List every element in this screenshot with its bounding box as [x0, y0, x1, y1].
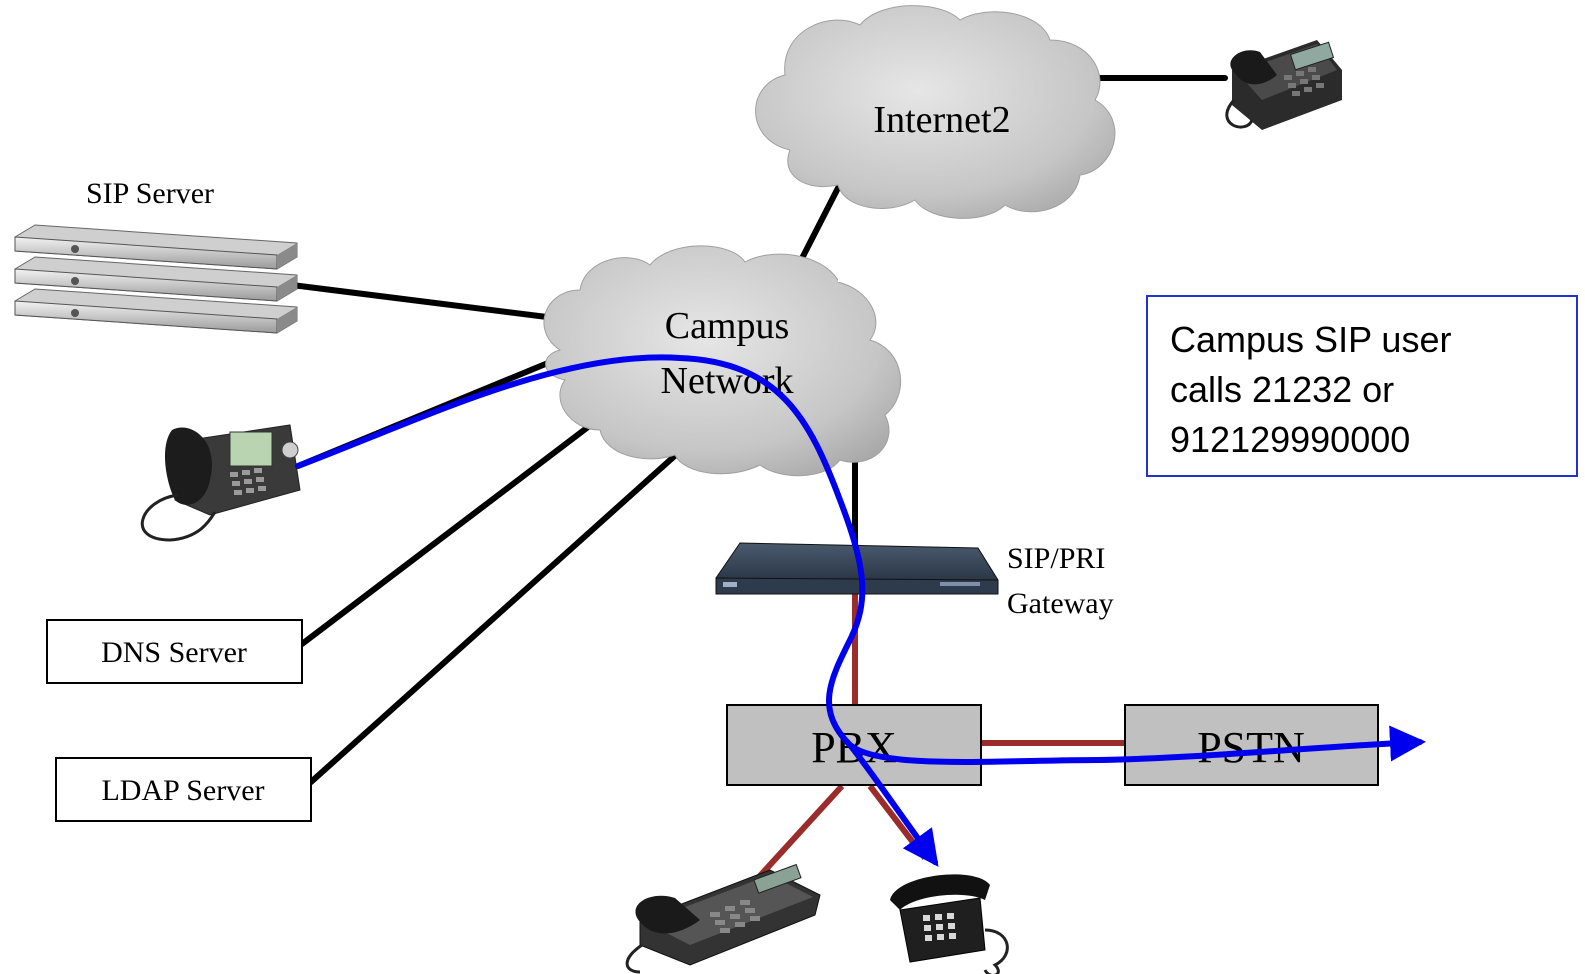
call-note-line3: 912129990000: [1170, 419, 1410, 460]
digital-desk-phone-icon: [625, 863, 821, 974]
gateway-label-line1: SIP/PRI: [1007, 542, 1105, 575]
link-pbx-digital-phone: [755, 783, 845, 881]
internet2-cloud: Internet2: [755, 5, 1116, 219]
call-path-to-analog-phone: [847, 742, 939, 867]
analog-desk-phone-icon: [890, 874, 1009, 974]
link-sip-server-campus: [289, 282, 558, 321]
campus-network-label-line1: Campus: [665, 305, 790, 347]
link-ldap-campus: [308, 441, 691, 785]
ldap-server-box: LDAP Server: [55, 757, 312, 822]
sip-server-icon: SIP Server: [14, 177, 298, 334]
dns-server-box: DNS Server: [46, 619, 303, 684]
sip-pri-gateway-icon: SIP/PRI Gateway: [715, 542, 1114, 620]
ldap-server-label: LDAP Server: [101, 774, 264, 807]
call-note-line1: Campus SIP user: [1170, 319, 1451, 360]
dns-server-label: DNS Server: [101, 636, 247, 669]
sip-server-label: SIP Server: [86, 177, 214, 210]
call-path-to-pstn: [295, 354, 1426, 765]
link-dns-campus: [299, 421, 595, 647]
call-path: [295, 354, 1426, 867]
tdm-links: [755, 590, 1125, 881]
link-pbx-analog-phone: [867, 784, 928, 860]
campus-network-cloud: Campus Network: [543, 245, 901, 477]
call-note-line2: calls 21232 or: [1170, 369, 1394, 410]
pstn-box: PSTN: [1124, 704, 1379, 786]
gateway-label-line2: Gateway: [1007, 587, 1114, 620]
desk-phone-internet-icon: [1225, 40, 1342, 130]
internet2-label: Internet2: [873, 99, 1010, 141]
sip-phone-icon: [140, 424, 301, 542]
call-note-box: Campus SIP user calls 21232 or 912129990…: [1146, 295, 1578, 477]
